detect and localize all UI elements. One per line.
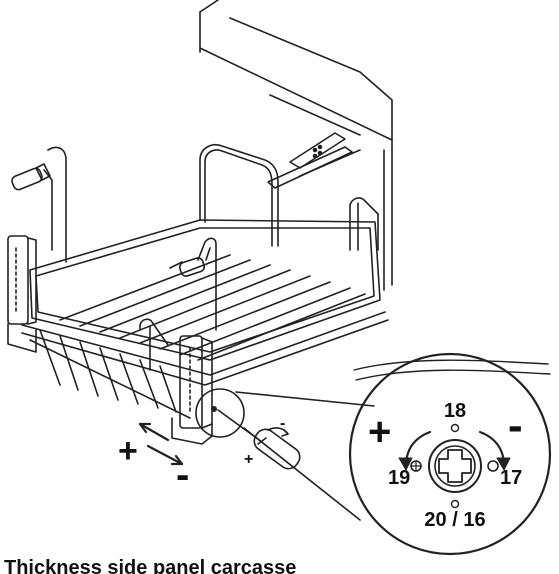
detail-right-label: 17 xyxy=(500,467,522,489)
caption: Thickness side panel carcasse xyxy=(4,558,297,574)
screw-spot xyxy=(195,388,375,521)
detail-plus-label: + xyxy=(368,410,391,454)
screwdriver-minus-label: - xyxy=(280,415,285,432)
adjust-knob xyxy=(428,439,482,493)
arrow-minus-label: - xyxy=(176,453,189,497)
detail-bottom-label: 20 / 16 xyxy=(424,509,485,531)
detail-left-label: 19 xyxy=(388,467,410,489)
detail-circle xyxy=(348,352,552,556)
arrow-plus-label: + xyxy=(118,432,138,470)
direction-arrows xyxy=(138,422,184,466)
screwdriver-plus-label: + xyxy=(244,451,253,468)
push-arrow xyxy=(138,422,170,442)
screwdriver xyxy=(217,409,301,470)
rear-bracket xyxy=(7,146,67,353)
detail-minus-label: - xyxy=(508,401,523,450)
runner-rail xyxy=(267,132,361,189)
pull-arrow xyxy=(146,444,184,466)
detail-top-label: 18 xyxy=(444,400,466,422)
wire-basket xyxy=(21,144,389,419)
front-bracket xyxy=(169,257,213,445)
cabinet-outline xyxy=(199,0,393,291)
